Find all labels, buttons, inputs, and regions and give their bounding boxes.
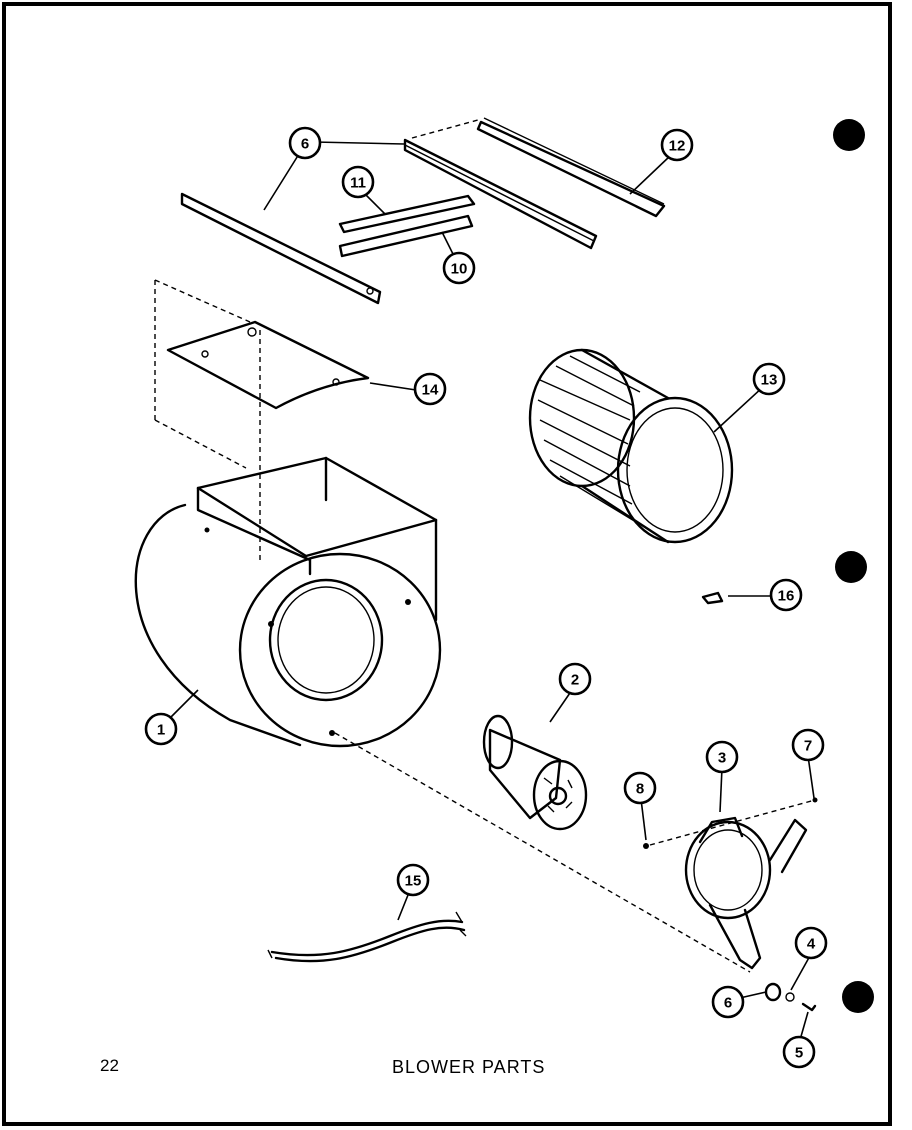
part-blower-wheel-13 bbox=[528, 348, 734, 544]
svg-text:13: 13 bbox=[761, 372, 778, 389]
svg-text:14: 14 bbox=[422, 382, 439, 399]
callout-12: 12 bbox=[660, 128, 694, 162]
svg-text:4: 4 bbox=[807, 936, 816, 953]
callout-7: 7 bbox=[791, 728, 825, 762]
svg-text:8: 8 bbox=[636, 781, 644, 798]
part-wire-harness-15 bbox=[267, 911, 467, 963]
svg-text:2: 2 bbox=[571, 672, 579, 689]
page-border bbox=[2, 2, 892, 1126]
callout-5: 5 bbox=[782, 1035, 816, 1069]
part-hardware-6-4-5 bbox=[764, 982, 817, 1012]
part-angle-rail-left bbox=[180, 192, 382, 305]
svg-text:16: 16 bbox=[778, 588, 795, 605]
part-blower-housing-1 bbox=[134, 456, 751, 973]
callout-13: 13 bbox=[752, 362, 786, 396]
svg-text:7: 7 bbox=[804, 738, 812, 755]
part-motor-2 bbox=[482, 714, 588, 831]
callout-16: 16 bbox=[769, 578, 803, 612]
svg-text:1: 1 bbox=[157, 722, 165, 739]
callout-10: 10 bbox=[442, 251, 476, 285]
callout-2: 2 bbox=[558, 662, 592, 696]
svg-text:6: 6 bbox=[301, 136, 309, 153]
callout-1: 1 bbox=[144, 712, 178, 746]
svg-text:6: 6 bbox=[724, 995, 732, 1012]
svg-text:12: 12 bbox=[669, 138, 686, 155]
binder-hole bbox=[833, 119, 865, 151]
callout-15: 15 bbox=[396, 863, 430, 897]
leader-lines bbox=[165, 141, 815, 1041]
part-strip-10 bbox=[338, 214, 474, 258]
binder-hole bbox=[835, 551, 867, 583]
part-strip-11 bbox=[338, 194, 476, 234]
svg-text:10: 10 bbox=[451, 261, 468, 278]
svg-text:11: 11 bbox=[350, 175, 366, 192]
callout-11: 11 bbox=[341, 165, 375, 199]
page-title: BLOWER PARTS bbox=[392, 1057, 546, 1077]
callout-6-bottom: 6 bbox=[711, 985, 745, 1019]
callout-6-top: 6 bbox=[288, 126, 322, 160]
svg-text:15: 15 bbox=[405, 873, 422, 890]
callout-14: 14 bbox=[413, 372, 447, 406]
part-clip-16 bbox=[701, 591, 724, 605]
binder-hole bbox=[842, 981, 874, 1013]
callout-3: 3 bbox=[705, 740, 739, 774]
svg-text:5: 5 bbox=[795, 1045, 803, 1062]
part-baffle-14 bbox=[154, 279, 370, 560]
callout-4: 4 bbox=[794, 926, 828, 960]
part-motor-mount-3 bbox=[643, 797, 818, 970]
part-angle-rail-right bbox=[403, 138, 598, 250]
page-number: 22 bbox=[100, 1056, 119, 1075]
svg-text:3: 3 bbox=[718, 750, 726, 767]
callout-8: 8 bbox=[623, 771, 657, 805]
